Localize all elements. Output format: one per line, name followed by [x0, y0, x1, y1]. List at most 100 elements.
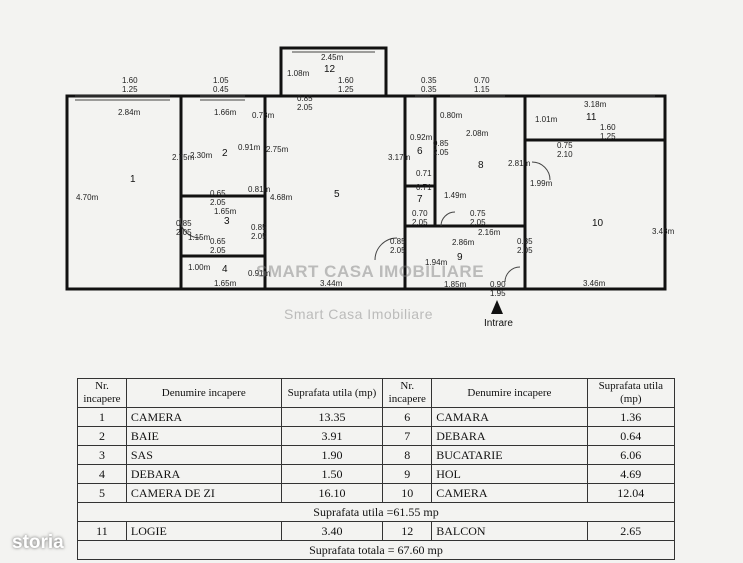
- dim-label: 0.85: [251, 223, 267, 232]
- dim-label: 3.48m: [652, 227, 675, 236]
- room-number-7: 7: [417, 194, 423, 205]
- dim-label: 4.70m: [76, 193, 99, 202]
- dim-label: 0.91m: [248, 269, 271, 278]
- cell-name: DEBARA: [431, 426, 588, 446]
- floor-plan: 1 2 3 4 5 6 7 8 9 10 11 12 1.60 1.25 1.0…: [65, 46, 675, 314]
- dim-label: 0.35: [421, 76, 437, 85]
- dim-label: 1.25: [122, 85, 138, 94]
- dim-label: 1.25: [338, 85, 354, 94]
- cell-name: SAS: [125, 445, 282, 465]
- cell-nr: 6: [382, 407, 433, 427]
- room-number-6: 6: [417, 146, 423, 157]
- entry-arrow: [491, 300, 503, 314]
- cell-area: 6.06: [586, 445, 676, 465]
- dim-label: 1.60: [600, 123, 616, 132]
- room-number-9: 9: [457, 252, 463, 263]
- cell-area: 0.64: [586, 426, 676, 446]
- dim-label: 1.01m: [535, 115, 558, 124]
- dim-label: 0.81m: [248, 185, 271, 194]
- cell-area: 1.36: [586, 407, 676, 427]
- dim-label: 0.70: [474, 76, 490, 85]
- cell-nr: 8: [382, 445, 433, 465]
- cell-nr: 1: [77, 407, 127, 427]
- table-row: 11 LOGIE 3.40 12 BALCON 2.65: [77, 521, 676, 541]
- room-number-10: 10: [592, 218, 604, 229]
- table-row: 3 SAS 1.90 8 BUCATARIE 6.06: [77, 445, 676, 465]
- dim-label: 1.00m: [188, 263, 211, 272]
- dim-label: 0.90: [490, 280, 506, 289]
- dim-label: 0.70: [412, 209, 428, 218]
- dim-label: 0.85: [390, 237, 406, 246]
- entry-label: Intrare: [484, 318, 513, 329]
- cell-nr: 4: [77, 464, 127, 484]
- cell-nr: 10: [382, 483, 433, 503]
- dim-label: 3.17m: [388, 153, 411, 162]
- header-nr: Nr. incapere: [77, 378, 127, 408]
- cell-name: CAMERA: [125, 407, 282, 427]
- room-number-12: 12: [324, 64, 336, 75]
- header-nr-2: Nr. incapere: [382, 378, 433, 408]
- cell-nr: 7: [382, 426, 433, 446]
- room-number-4: 4: [222, 264, 228, 275]
- dim-label: 1.49m: [444, 191, 467, 200]
- dim-label: 3.46m: [583, 279, 606, 288]
- cell-area: 1.50: [280, 464, 384, 484]
- table-row: 1 CAMERA 13.35 6 CAMARA 1.36: [77, 407, 676, 427]
- dim-label: 2.05: [251, 232, 267, 241]
- room-number-2: 2: [222, 148, 228, 159]
- dim-label: 0.85: [517, 237, 533, 246]
- dim-label: 2.05: [297, 103, 313, 112]
- dim-label: 2.75m: [172, 153, 195, 162]
- dim-label: 0.85: [176, 219, 192, 228]
- dim-label: 1.99m: [530, 179, 553, 188]
- cell-area: 16.10: [280, 483, 384, 503]
- dim-label: 1.08m: [287, 69, 310, 78]
- dim-label: 1.15m: [188, 233, 211, 242]
- cell-nr: 11: [77, 521, 127, 541]
- header-suprafata: Suprafata utila (mp): [280, 378, 384, 408]
- dim-label: 0.78m: [252, 111, 275, 120]
- dim-label: 0.91m: [238, 143, 261, 152]
- dim-label: 0.71: [416, 169, 432, 178]
- cell-area: 2.65: [586, 521, 676, 541]
- dim-label: 2.05: [517, 246, 533, 255]
- dim-label: 2.75m: [266, 145, 289, 154]
- dim-label: 2.08m: [466, 129, 489, 138]
- dim-label: 2.05: [433, 148, 449, 157]
- dim-label: 2.30m: [190, 151, 213, 160]
- total-totala: Suprafata totala = 67.60 mp: [77, 540, 675, 560]
- cell-area: 3.91: [280, 426, 384, 446]
- room-number-3: 3: [224, 216, 230, 227]
- dim-label: 2.86m: [452, 238, 475, 247]
- rooms-table: Nr. incapere Denumire incapere Suprafata…: [77, 378, 676, 560]
- dim-label: 2.05: [210, 246, 226, 255]
- room-number-11: 11: [586, 112, 597, 123]
- cell-name: DEBARA: [125, 464, 282, 484]
- dim-label: 1.85m: [444, 280, 467, 289]
- dim-label: 0.71: [416, 183, 432, 192]
- dim-label: 3.44m: [320, 279, 343, 288]
- dim-label: 2.05: [390, 246, 406, 255]
- header-denumire: Denumire incapere: [125, 378, 282, 408]
- cell-area: 12.04: [586, 483, 676, 503]
- dim-label: 0.85: [433, 139, 449, 148]
- dim-label: 0.65: [210, 237, 226, 246]
- cell-name: BALCON: [431, 521, 588, 541]
- header-denumire-2: Denumire incapere: [431, 378, 588, 408]
- dim-label: 0.45: [213, 85, 229, 94]
- dim-label: 1.15: [474, 85, 490, 94]
- cell-nr: 5: [77, 483, 127, 503]
- cell-name: CAMERA DE ZI: [125, 483, 282, 503]
- dim-label: 1.66m: [214, 108, 237, 117]
- cell-area: 13.35: [280, 407, 384, 427]
- cell-area: 4.69: [586, 464, 676, 484]
- dim-label: 2.84m: [118, 108, 141, 117]
- dim-label: 1.95: [490, 289, 506, 298]
- room-number-1: 1: [130, 174, 136, 185]
- watermark-text: SMART CASA IMOBILIARE: [256, 262, 485, 281]
- total-utila: Suprafata utila =61.55 mp: [77, 502, 675, 522]
- table-row: 4 DEBARA 1.50 9 HOL 4.69: [77, 464, 676, 484]
- dim-label: 1.25: [600, 132, 616, 141]
- cell-nr: 12: [382, 521, 433, 541]
- dim-label: 1.60: [122, 76, 138, 85]
